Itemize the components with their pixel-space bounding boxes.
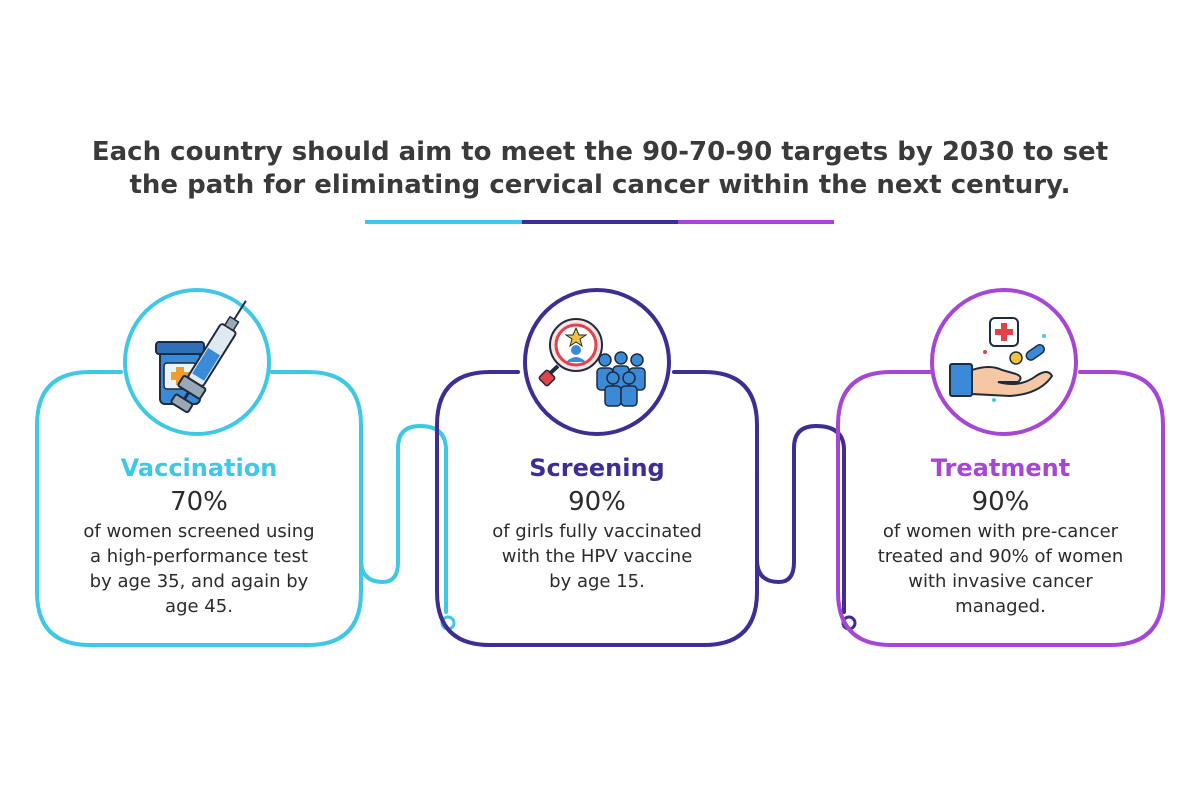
headline-line-2: the path for eliminating cervical cancer…: [129, 170, 1071, 200]
connector-teal: [359, 423, 448, 614]
card-desc-line: by age 35, and again by: [89, 571, 309, 592]
card-description: of women screened using a high-performan…: [37, 519, 361, 619]
card-desc-line: of women with pre-cancer: [882, 521, 1119, 542]
card-desc-line: age 45.: [165, 596, 233, 617]
card-description: of girls fully vaccinated with the HPV v…: [437, 519, 757, 594]
card-desc-line: with invasive cancer: [908, 571, 1093, 592]
card-percent: 70%: [170, 487, 228, 517]
vaccination-card-outline: [35, 370, 363, 647]
card-title: Vaccination: [120, 454, 278, 482]
hand-medicine-icon: [949, 317, 1054, 402]
headline: Each country should aim to meet the 90-7…: [0, 136, 1200, 202]
connector-indigo: [755, 423, 846, 614]
treatment-card-outline: [836, 370, 1165, 647]
card-desc-line: treated and 90% of women: [877, 546, 1124, 567]
card-desc-line: with the HPV vaccine: [501, 546, 693, 567]
card-title: Treatment: [930, 454, 1071, 482]
magnifier-group-icon: [538, 318, 646, 407]
card-desc-line: of girls fully vaccinated: [492, 521, 702, 542]
vaccination-card: Vaccination 70% of women screened using …: [37, 453, 361, 619]
card-percent: 90%: [568, 487, 626, 517]
vaccine-syringe-icon: [155, 300, 247, 414]
screening-icon-ring: [523, 288, 671, 436]
card-description: of women with pre-cancer treated and 90%…: [838, 519, 1163, 619]
treatment-card: Treatment 90% of women with pre-cancer t…: [838, 453, 1163, 619]
card-desc-line: managed.: [955, 596, 1046, 617]
screening-card-outline: [435, 370, 759, 647]
card-desc-line: a high-performance test: [89, 546, 309, 567]
card-title: Screening: [529, 454, 665, 482]
screening-card: Screening 90% of girls fully vaccinated …: [437, 453, 757, 594]
treatment-icon-ring: [930, 288, 1078, 436]
card-percent: 90%: [971, 487, 1030, 517]
card-desc-line: by age 15.: [549, 571, 645, 592]
card-desc-line: of women screened using: [83, 521, 315, 542]
headline-line-1: Each country should aim to meet the 90-7…: [91, 137, 1109, 167]
